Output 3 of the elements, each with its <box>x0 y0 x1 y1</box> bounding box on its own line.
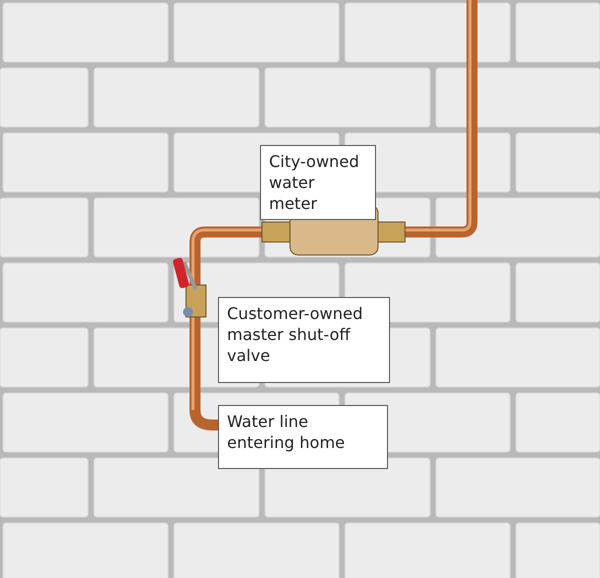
callout-label: Customer-owned master shut-off valve <box>218 297 390 383</box>
callout-label: Water line entering home <box>218 405 388 469</box>
callout-label: City-owned water meter <box>260 145 376 220</box>
